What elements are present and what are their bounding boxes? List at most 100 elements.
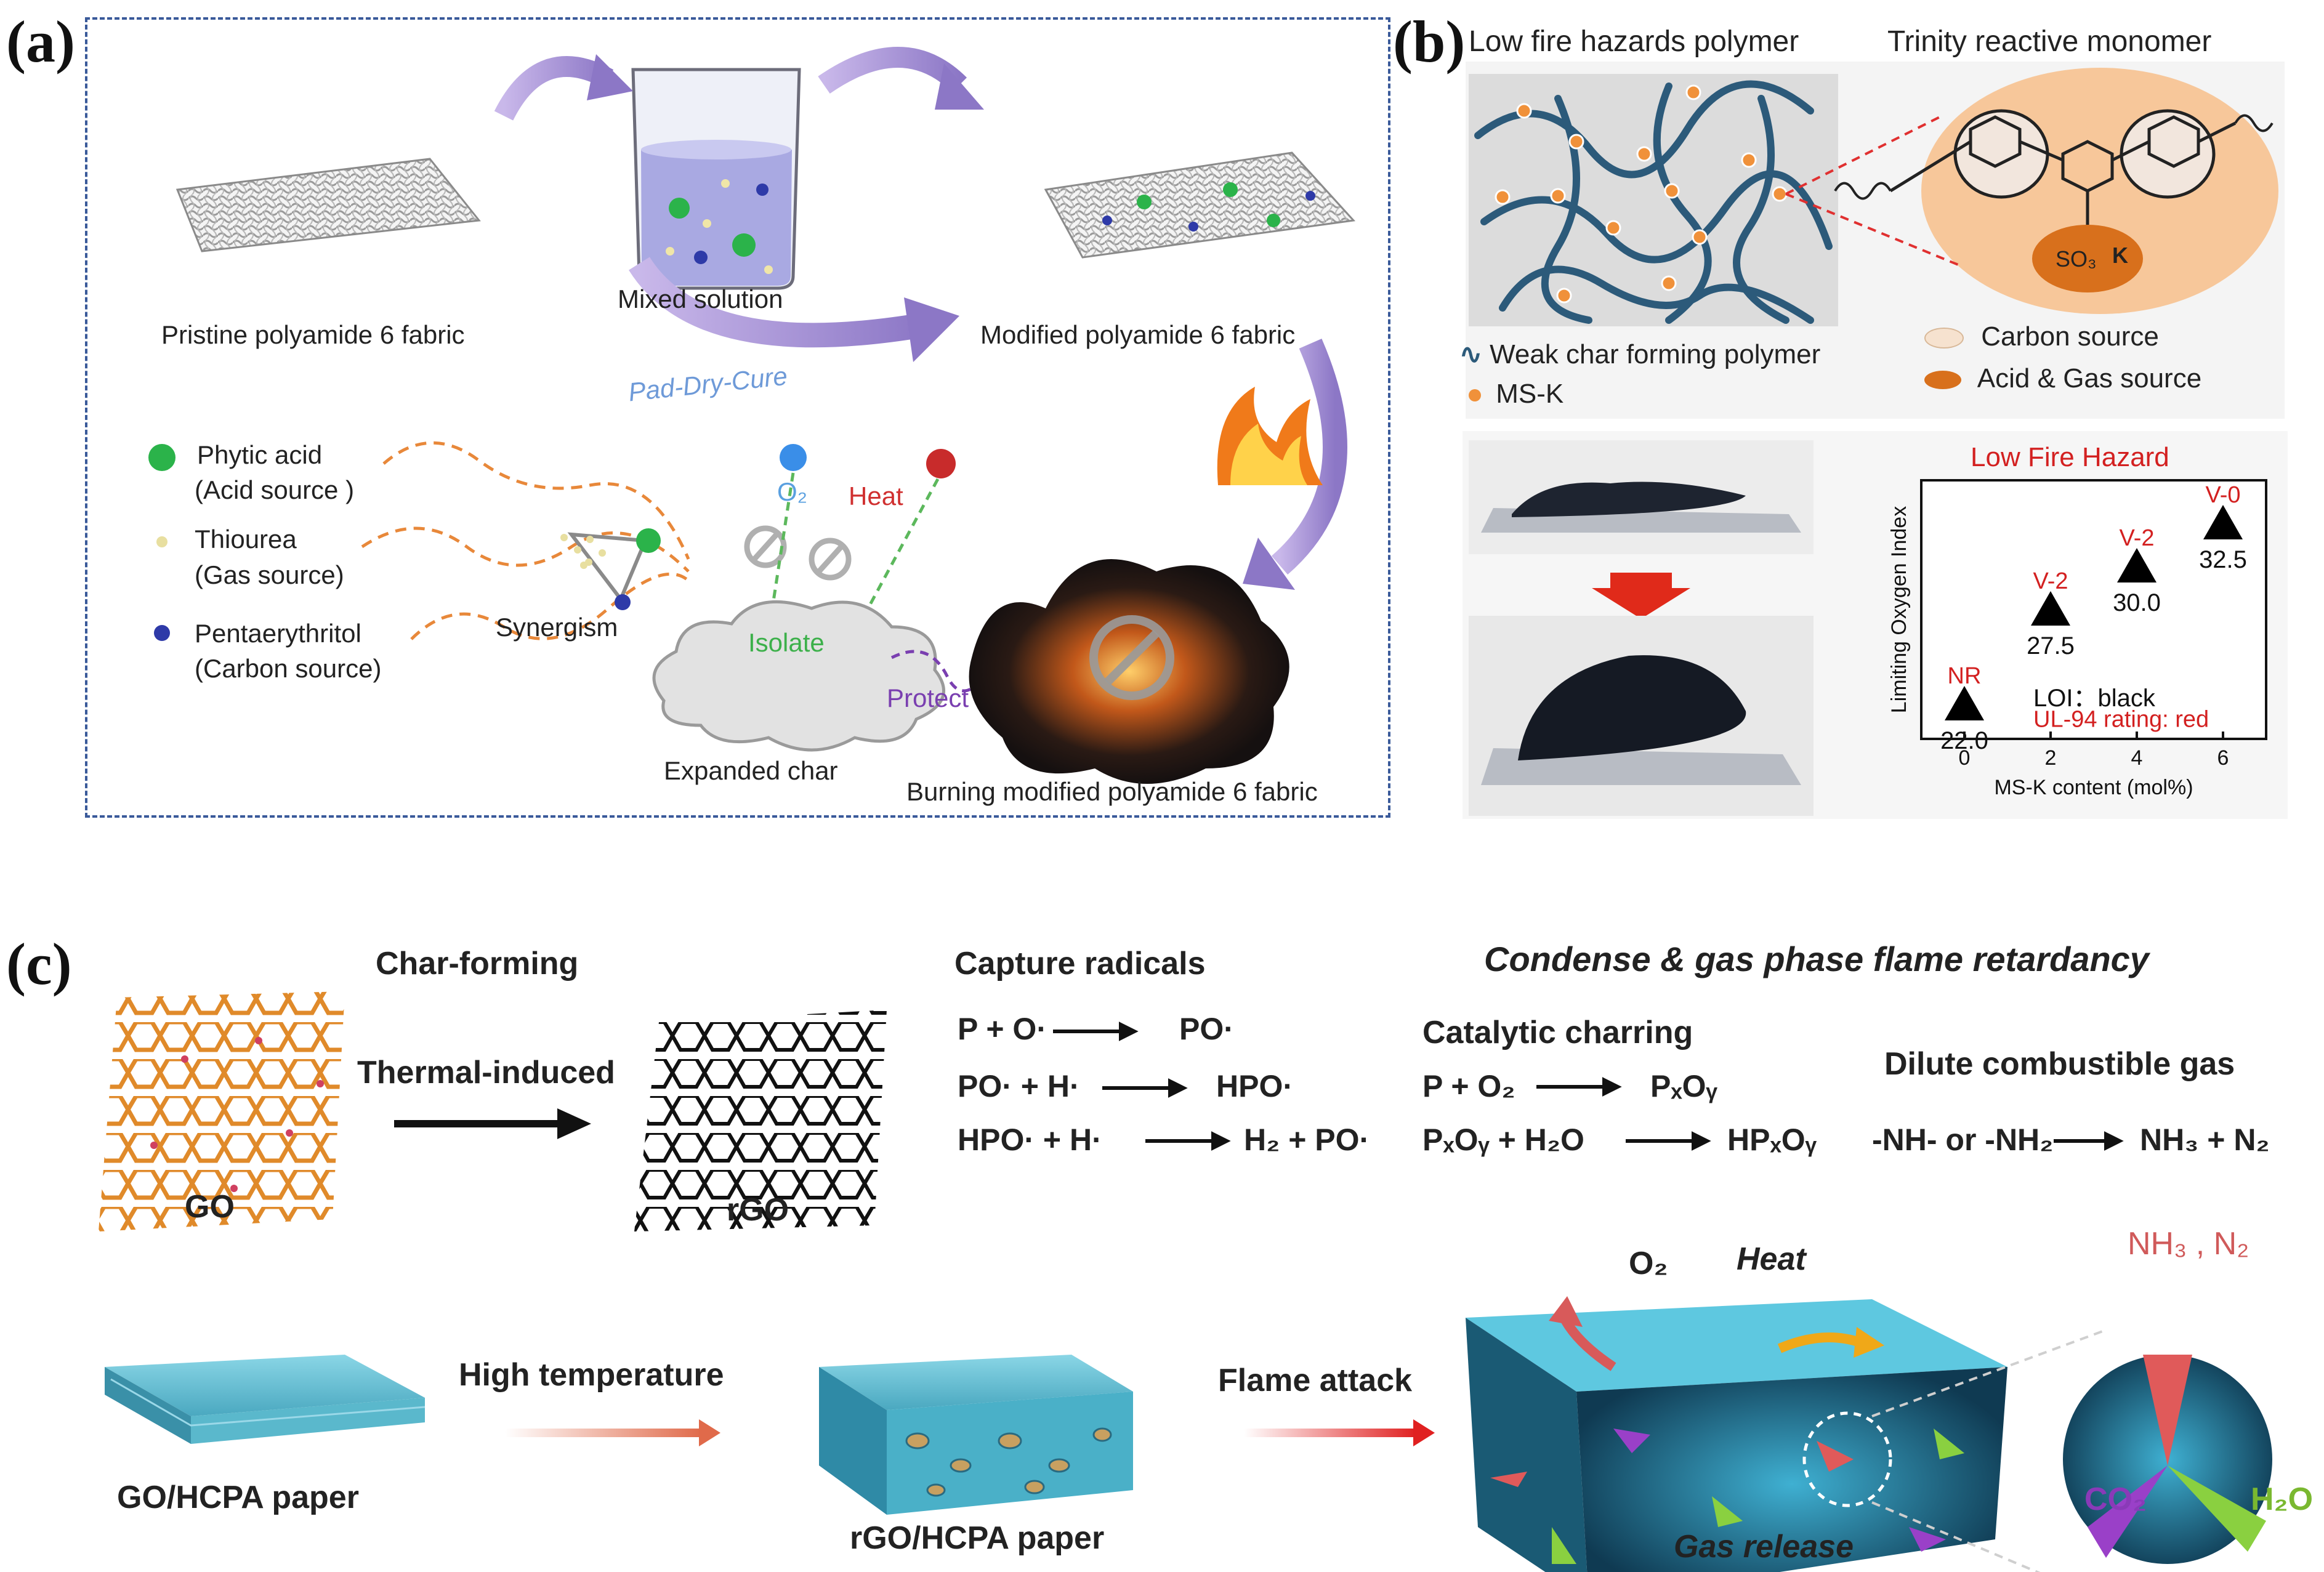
rgo-paper-image <box>819 1355 1133 1515</box>
x-tick-label: 4 <box>2131 746 2143 770</box>
nh3-n2-label: NH₃ , N₂ <box>2128 1226 2249 1262</box>
eq3-left: HPO· + H· <box>958 1123 1102 1157</box>
burning-fabric-label: Burning modified polyamide 6 fabric <box>906 777 1318 806</box>
ms-k-dots <box>1495 84 1788 304</box>
block-heat-label: Heat <box>1737 1241 1806 1277</box>
isolate-label: Isolate <box>748 628 825 657</box>
legend-ul94: UL-94 rating: red <box>2033 706 2209 732</box>
h2o-label: H₂O <box>2251 1481 2314 1517</box>
thermal-induced-label: Thermal-induced <box>357 1055 615 1090</box>
so3-label: SO₃ <box>2056 246 2097 272</box>
eq4-left: P + O₂ <box>1422 1069 1515 1103</box>
low-fire-polymer-title: Low fire hazards polymer <box>1469 25 1799 58</box>
high-temperature-label: High temperature <box>459 1357 724 1393</box>
gas-cones <box>1490 1429 1964 1564</box>
x-tick-label: 2 <box>2045 746 2057 770</box>
acid-gas-legend: Acid & Gas source <box>1924 363 2201 394</box>
chart-title: Low Fire Hazard <box>1971 442 2169 472</box>
magnified-pore-circle <box>2063 1355 2272 1564</box>
ms-k-dot-icon <box>1469 389 1481 402</box>
trinity-monomer-title: Trinity reactive monomer <box>1887 25 2212 58</box>
no-entry-icon <box>744 525 852 581</box>
eq5-right: HPₓOᵧ <box>1727 1123 1817 1157</box>
gas-release-label: Gas release <box>1674 1529 1854 1565</box>
ul94-rating-label: V-0 <box>2205 482 2240 508</box>
panel-b-graphics <box>1469 68 2278 326</box>
weak-char-label: ∿ Weak char forming polymer <box>1459 339 1820 370</box>
pristine-fabric-label: Pristine polyamide 6 fabric <box>161 320 465 349</box>
condense-title: Condense & gas phase flame retardancy <box>1484 940 2149 978</box>
rgo-label: rGO <box>727 1192 789 1228</box>
acid-gas-icon <box>1924 371 1961 390</box>
panel-a-graphics <box>148 47 1356 784</box>
eq4-right: PₓOᵧ <box>1650 1069 1717 1103</box>
legend-loi: LOI：black <box>2033 685 2156 712</box>
block-o2-label: O₂ <box>1629 1246 1668 1281</box>
ms-k-text: MS-K <box>1496 379 1564 409</box>
porous-rgo-block <box>1466 1296 2007 1572</box>
x-tick-label: 6 <box>2217 746 2229 770</box>
synergism-triangle <box>560 528 661 610</box>
eq2-right: HPO· <box>1216 1069 1293 1103</box>
modified-fabric-label: Modified polyamide 6 fabric <box>980 320 1296 349</box>
x-tick-label: 0 <box>1959 746 1971 770</box>
rgo-sheet-image <box>634 1010 887 1231</box>
panel-b-label: (b) <box>1393 9 1466 75</box>
eq6-left: -NH- or -NH₂ <box>1872 1123 2054 1157</box>
mixed-solution-label: Mixed solution <box>618 284 783 313</box>
chart-plot-area <box>1920 479 2267 740</box>
protect-label: Protect <box>887 683 969 712</box>
k-label: K <box>2112 243 2128 268</box>
beaker-image <box>631 68 801 290</box>
carbon-source-label: (Carbon source) <box>195 654 382 683</box>
loi-value-label: 22.0 <box>1940 727 1988 754</box>
flame-icon <box>1217 387 1323 485</box>
ms-k-legend: MS-K <box>1469 379 1563 409</box>
modified-fabric-image <box>1044 151 1356 259</box>
panel-c-graphics <box>99 991 2272 1572</box>
char-photos <box>1469 440 1814 816</box>
loi-marker <box>2031 591 2070 626</box>
flame-attack-label: Flame attack <box>1218 1363 1413 1398</box>
y-axis-label: Limiting Oxygen Index <box>1887 506 1911 713</box>
panel-a-label: (a) <box>6 9 75 75</box>
co2-label: CO₂ <box>2084 1481 2147 1517</box>
ul94-rating-label: NR <box>1948 663 1982 689</box>
equation-arrows <box>1053 1022 2124 1151</box>
carbon-source-legend: Carbon source <box>1924 321 2159 352</box>
eq6-right: NH₃ + N₂ <box>2140 1123 2270 1157</box>
dilute-gas-title: Dilute combustible gas <box>1884 1046 2235 1082</box>
capture-radicals-title: Capture radicals <box>954 946 1206 981</box>
eq2-left: PO· + H· <box>958 1069 1080 1103</box>
eq3-right: H₂ + PO· <box>1244 1123 1370 1157</box>
o2-label: O₂ <box>777 477 807 506</box>
panel-c-label: (c) <box>6 931 72 997</box>
loi-value-label: 30.0 <box>2113 589 2161 616</box>
gas-source-label: (Gas source) <box>195 560 344 589</box>
loi-value-label: 27.5 <box>2027 632 2075 659</box>
pentaerythritol-label: Pentaerythritol <box>195 619 361 648</box>
eq5-left: PₓOᵧ + H₂O <box>1422 1123 1584 1157</box>
acid-gas-text: Acid & Gas source <box>1977 363 2202 393</box>
weak-char-icon: ∿ <box>1459 339 1482 369</box>
x-axis-label: MS-K content (mol%) <box>1994 776 2193 799</box>
ul94-rating-label: V-2 <box>2033 568 2068 594</box>
acid-source-label: (Acid source ) <box>195 475 355 504</box>
thiourea-label: Thiourea <box>195 525 297 554</box>
loi-chart: 0 2 4 6MS-K content (mol%) Limiting Oxygen I… <box>1887 479 2267 799</box>
weak-char-text: Weak char forming polymer <box>1490 339 1821 369</box>
go-paper-image <box>105 1355 426 1444</box>
loi-marker <box>2203 505 2243 539</box>
monomer-structure <box>1889 109 2237 228</box>
synergism-label: Synergism <box>496 613 618 642</box>
expanded-char-label: Expanded char <box>664 756 838 785</box>
loi-value-label: 32.5 <box>2199 546 2247 573</box>
expanded-char-cloud <box>652 600 945 752</box>
loi-marker <box>1945 686 1984 720</box>
go-paper-label: GO/HCPA paper <box>117 1480 359 1515</box>
rgo-paper-label: rGO/HCPA paper <box>850 1520 1105 1556</box>
char-forming-label: Char-forming <box>376 946 579 981</box>
go-sheet-image <box>99 991 345 1231</box>
ul94-rating-label: V-2 <box>2119 525 2154 551</box>
catalytic-charring-title: Catalytic charring <box>1422 1015 1693 1050</box>
